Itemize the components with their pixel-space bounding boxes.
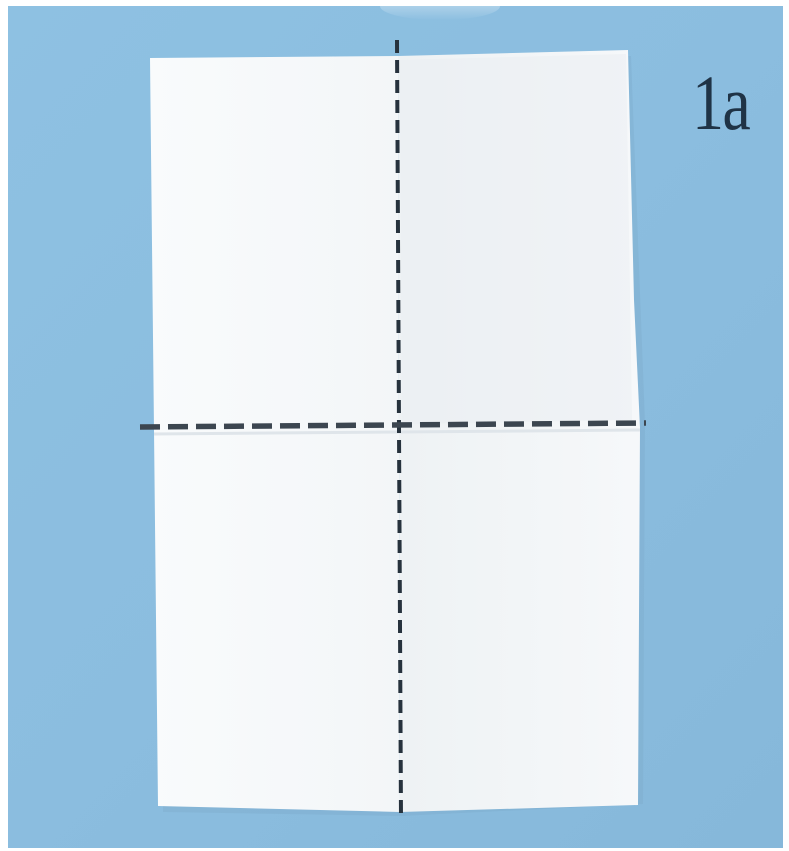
step-label: 1a <box>692 64 749 142</box>
paper-shading <box>400 54 632 424</box>
